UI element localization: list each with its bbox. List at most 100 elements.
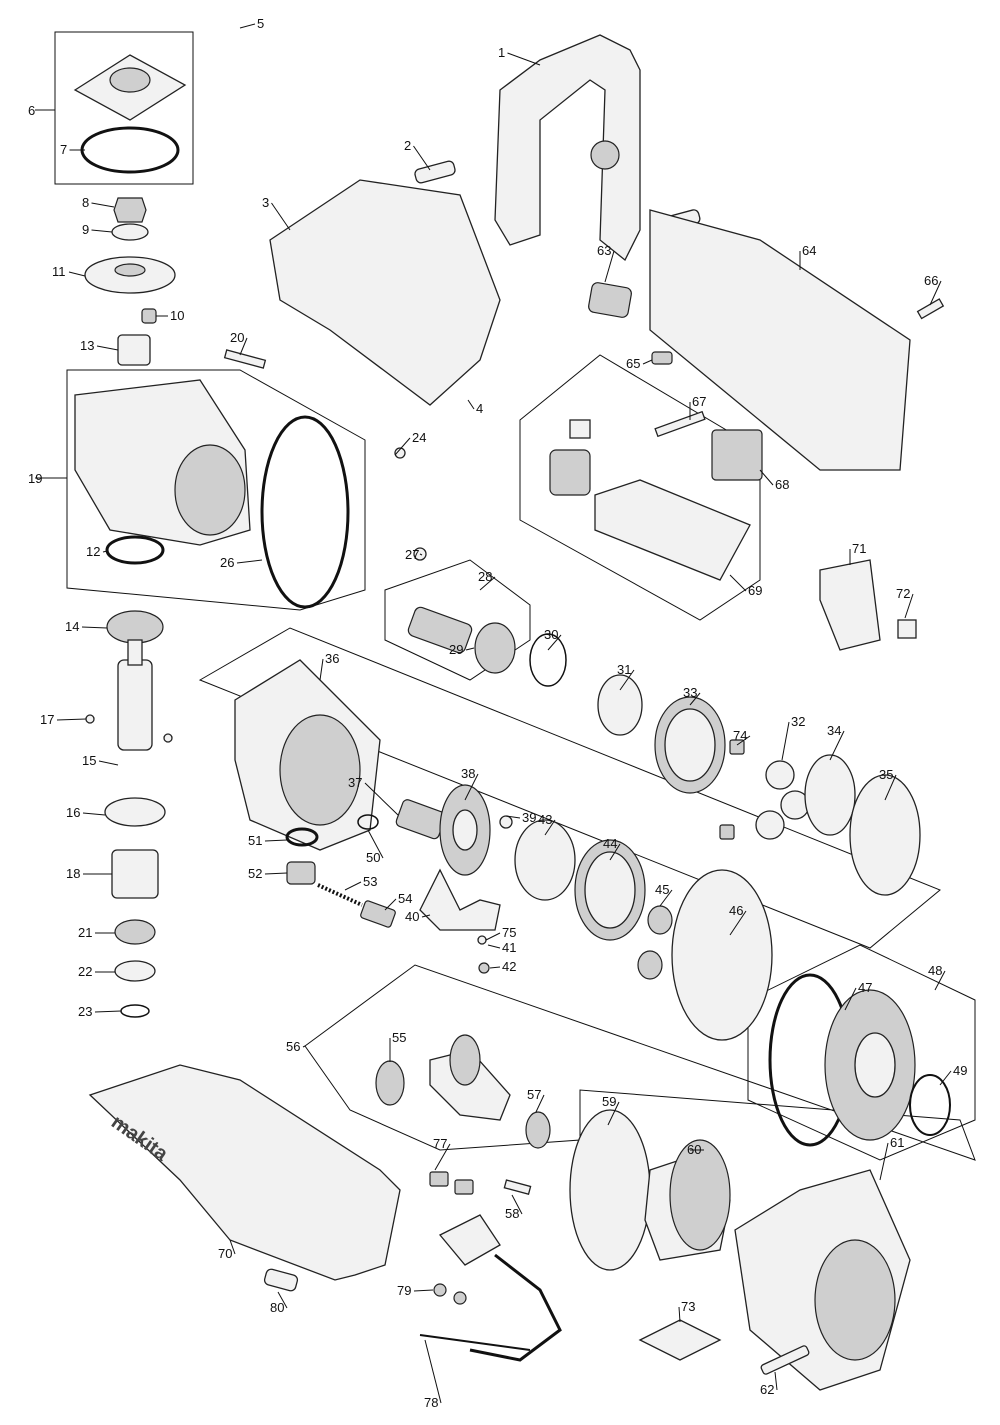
leader-line-20 xyxy=(239,337,248,356)
part-label-1: 1 xyxy=(498,45,505,60)
leader-line-39 xyxy=(505,815,521,819)
part-label-62: 62 xyxy=(760,1382,774,1397)
leader-line-2 xyxy=(413,145,431,171)
part-label-40: 40 xyxy=(405,909,419,924)
leader-line-51 xyxy=(264,839,288,842)
group-19-bracket xyxy=(66,369,366,611)
part-label-13: 13 xyxy=(80,338,94,353)
part-label-78: 78 xyxy=(424,1395,438,1410)
leader-line-8 xyxy=(91,202,115,208)
part-label-57: 57 xyxy=(527,1087,541,1102)
leader-line-26 xyxy=(236,559,263,564)
leader-line-32 xyxy=(781,721,790,761)
leader-line-24 xyxy=(394,437,411,456)
leader-line-73 xyxy=(678,1306,681,1323)
part-label-70: 70 xyxy=(218,1246,232,1261)
leader-line-63 xyxy=(604,250,615,283)
part-label-59: 59 xyxy=(602,1094,616,1109)
leader-line-80 xyxy=(277,1291,288,1309)
leader-line-12 xyxy=(102,550,108,553)
part-label-10: 10 xyxy=(170,308,184,323)
part-label-7: 7 xyxy=(60,142,67,157)
leader-line-29 xyxy=(465,647,475,651)
part-label-32: 32 xyxy=(791,714,805,729)
leader-line-56 xyxy=(302,1045,306,1048)
part-label-55: 55 xyxy=(392,1030,406,1045)
part-label-27: 27 xyxy=(405,547,419,562)
part-label-53: 53 xyxy=(363,874,377,889)
part-label-75: 75 xyxy=(502,925,516,940)
leader-line-57 xyxy=(535,1094,545,1113)
leader-line-16 xyxy=(82,812,106,816)
leader-line-5 xyxy=(239,23,256,29)
leader-line-75 xyxy=(485,932,501,941)
leader-line-65 xyxy=(642,359,653,365)
leader-line-14 xyxy=(81,626,108,629)
part-label-77: 77 xyxy=(433,1136,447,1151)
part-label-43: 43 xyxy=(538,812,552,827)
part-label-18: 18 xyxy=(66,866,80,881)
assembly-brackets xyxy=(35,31,976,1161)
leader-line-40 xyxy=(421,914,431,918)
part-label-31: 31 xyxy=(617,662,631,677)
leader-line-42 xyxy=(489,966,501,969)
leader-line-79 xyxy=(413,1289,434,1292)
part-label-47: 47 xyxy=(858,980,872,995)
leader-line-61 xyxy=(879,1142,889,1181)
leader-line-28 xyxy=(479,576,496,591)
leader-line-43 xyxy=(544,819,556,836)
part-label-9: 9 xyxy=(82,222,89,237)
part-label-11: 11 xyxy=(52,264,66,279)
part-label-26: 26 xyxy=(220,555,234,570)
part-label-33: 33 xyxy=(683,685,697,700)
leader-line-30 xyxy=(547,634,562,651)
part-label-48: 48 xyxy=(928,963,942,978)
part-label-29: 29 xyxy=(449,642,463,657)
part-label-50: 50 xyxy=(366,850,380,865)
leader-line-37 xyxy=(364,782,399,816)
part-label-65: 65 xyxy=(626,356,640,371)
leader-line-72 xyxy=(904,593,914,619)
parts-shapes: makita xyxy=(73,34,951,1391)
leader-line-68 xyxy=(759,469,774,486)
part-label-72: 72 xyxy=(896,586,910,601)
leader-line-54 xyxy=(384,898,397,911)
leader-line-66 xyxy=(929,280,942,306)
part-label-2: 2 xyxy=(404,138,411,153)
part-label-14: 14 xyxy=(65,619,79,634)
part-label-4: 4 xyxy=(476,401,483,416)
part-label-49: 49 xyxy=(953,1063,967,1078)
leader-line-9 xyxy=(91,229,113,233)
leader-line-45 xyxy=(659,889,673,907)
leader-line-59 xyxy=(607,1101,620,1126)
part-label-67: 67 xyxy=(692,394,706,409)
part-label-22: 22 xyxy=(78,964,92,979)
leader-line-4 xyxy=(467,399,475,410)
part-label-24: 24 xyxy=(412,430,426,445)
part-label-23: 23 xyxy=(78,1004,92,1019)
leader-line-46 xyxy=(729,910,747,936)
part-label-28: 28 xyxy=(478,569,492,584)
part-label-37: 37 xyxy=(348,775,362,790)
leader-line-70 xyxy=(229,1239,236,1255)
leader-line-47 xyxy=(844,987,857,1011)
part-number-labels: 1234567891011121314151617181920212223242… xyxy=(28,16,967,1410)
part-label-12: 12 xyxy=(86,544,100,559)
part-label-56: 56 xyxy=(286,1039,300,1054)
part-label-19: 19 xyxy=(28,471,42,486)
leader-line-53 xyxy=(344,881,362,891)
part-cover xyxy=(269,179,501,406)
leader-line-3 xyxy=(271,202,291,231)
leader-line-62 xyxy=(774,1371,778,1391)
part-label-54: 54 xyxy=(398,891,412,906)
part-label-21: 21 xyxy=(78,925,92,940)
leader-line-44 xyxy=(609,843,621,861)
group-48-bracket xyxy=(747,944,976,1161)
part-label-79: 79 xyxy=(397,1283,411,1298)
part-label-41: 41 xyxy=(502,940,516,955)
leader-line-36 xyxy=(319,658,324,681)
part-label-52: 52 xyxy=(248,866,262,881)
part-label-58: 58 xyxy=(505,1206,519,1221)
leader-line-34 xyxy=(829,730,845,761)
